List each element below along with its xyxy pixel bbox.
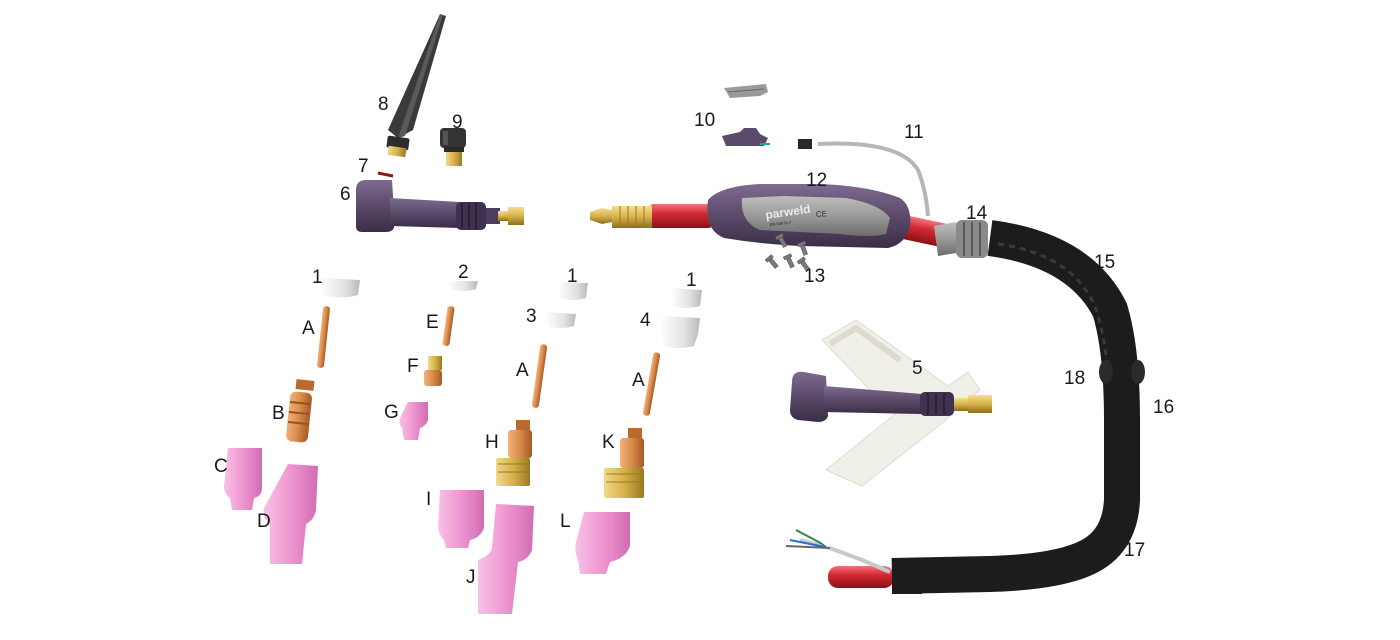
label-16: 16	[1153, 397, 1174, 418]
label-17: 17	[1124, 540, 1145, 561]
collet-a-3	[642, 352, 661, 416]
gas-lens-insulator-2	[558, 282, 588, 300]
collet-a-1	[317, 306, 330, 368]
nozzle-l	[575, 512, 630, 574]
label-3: 3	[526, 306, 537, 327]
label-k: K	[602, 432, 615, 453]
nozzle-g	[399, 402, 428, 440]
cable-end-sleeve	[892, 558, 922, 594]
flexible-torch-head	[790, 319, 992, 487]
label-11: 11	[904, 122, 924, 143]
brand-logo: parweld	[764, 202, 811, 222]
control-cable	[817, 141, 930, 217]
long-back-cap	[386, 14, 446, 158]
gas-lens-insulator-3	[670, 288, 702, 308]
label-7: 7	[358, 156, 369, 177]
gas-lens-k	[604, 428, 644, 498]
gas-lens-insulator-1	[320, 278, 360, 298]
control-plug	[798, 139, 812, 149]
label-b: B	[272, 403, 285, 424]
label-5: 5	[912, 358, 923, 379]
label-15: 15	[1094, 252, 1115, 273]
cable-joint	[1099, 360, 1145, 384]
collet-e	[442, 306, 455, 346]
insulator-3	[546, 312, 576, 328]
label-1b: 1	[567, 266, 578, 287]
cable-cover-wrinkles	[997, 242, 1110, 381]
label-g: G	[384, 402, 399, 423]
o-ring	[377, 171, 394, 178]
nozzle-j	[478, 504, 534, 614]
collet-body-f	[424, 356, 442, 386]
collet-a-2	[531, 344, 548, 408]
short-back-cap	[440, 128, 466, 166]
label-f: F	[407, 356, 419, 377]
label-h: H	[485, 432, 499, 453]
label-i: I	[426, 489, 431, 510]
gas-lens-h	[496, 420, 532, 486]
nozzle-i	[438, 490, 484, 548]
nozzle-c	[224, 448, 262, 510]
label-6: 6	[340, 184, 351, 205]
label-d: D	[257, 511, 271, 532]
label-1a: 1	[312, 267, 323, 288]
label-e: E	[426, 312, 439, 333]
label-c: C	[214, 456, 228, 477]
label-j: J	[466, 567, 476, 588]
label-2: 2	[458, 262, 469, 283]
label-l: L	[560, 511, 571, 532]
collet-body-b	[286, 379, 315, 443]
label-a2: A	[516, 360, 529, 381]
label-4: 4	[640, 310, 651, 331]
label-a1: A	[302, 318, 315, 339]
cable-support	[934, 220, 988, 258]
switch-lever	[724, 84, 768, 98]
ce-mark: CE	[816, 209, 828, 219]
label-a3: A	[632, 370, 645, 391]
torch-head	[356, 180, 524, 232]
label-18: 18	[1064, 368, 1085, 389]
power-cable	[891, 220, 1140, 594]
switch-module	[722, 128, 770, 146]
label-8: 8	[378, 94, 389, 115]
gas-hose-front	[650, 204, 712, 228]
nozzle-d	[263, 464, 318, 564]
label-9: 9	[452, 112, 463, 133]
label-14: 14	[966, 203, 988, 224]
callout-labels: 8 9 7 6 1 A B C D 2 E F G 1 3 A H I J 1 …	[214, 94, 1174, 588]
hose-fitting	[590, 206, 652, 228]
label-10: 10	[694, 110, 715, 131]
insulator-4	[660, 316, 700, 348]
label-1c: 1	[686, 270, 697, 291]
label-12: 12	[806, 170, 827, 191]
label-13: 13	[804, 266, 825, 287]
torch-handle: parweld CE EN 60974-7	[707, 184, 911, 248]
spec-mark: EN 60974-7	[770, 220, 793, 227]
insulator-2	[448, 281, 478, 291]
cable-end	[785, 521, 894, 588]
handle-screws	[764, 232, 811, 272]
